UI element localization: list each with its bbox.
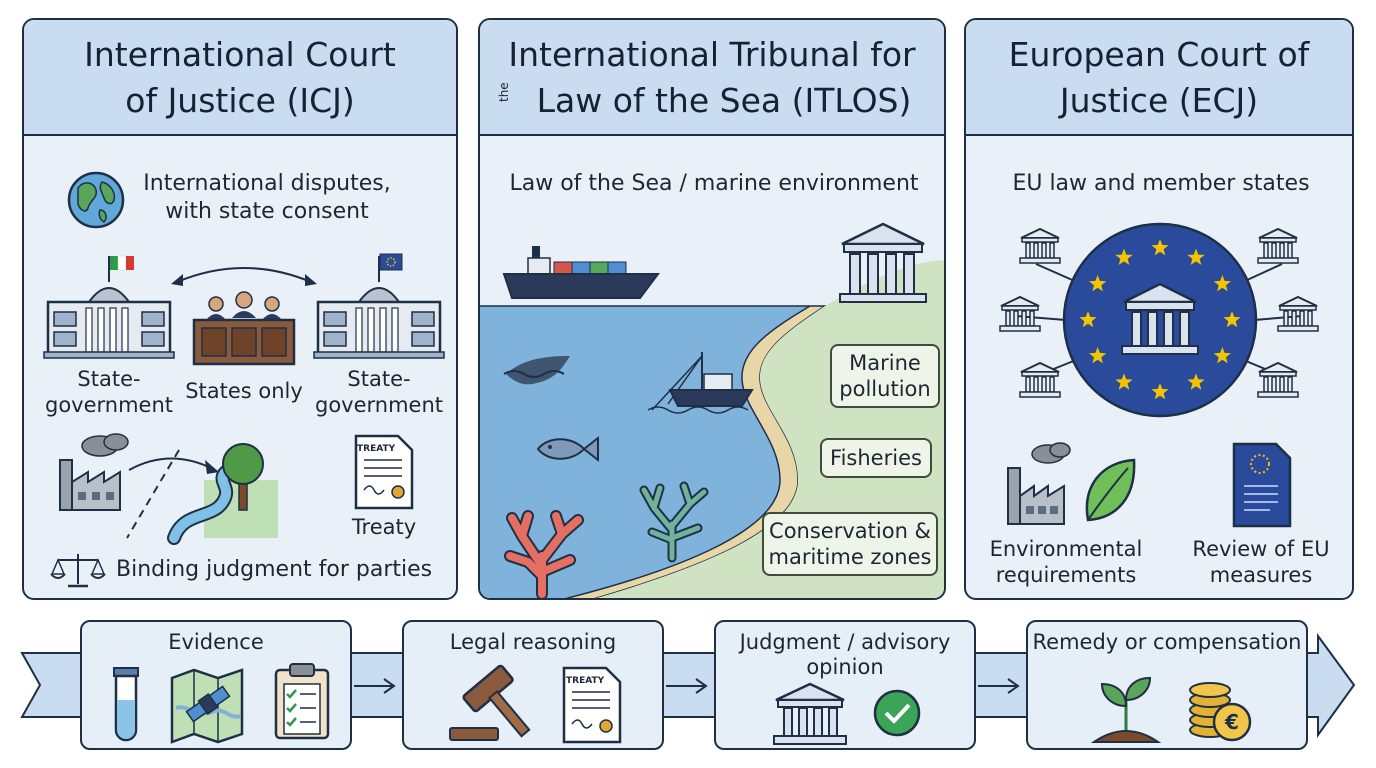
factory-icon [1007,442,1071,525]
step-judgment-title: Judgment / advisory opinion [739,630,951,679]
eu-star-icon [1213,347,1231,364]
fishing-boat-icon [647,352,754,414]
test-tube-icon [113,667,139,742]
eu-star-icon [1115,373,1133,390]
eu-star-icon [1115,248,1133,265]
seedling-icon [1090,676,1162,743]
step-arrow-1 [354,678,396,694]
states-only-label: States only [185,379,303,403]
member-state-icon [999,295,1041,332]
treaty-label: Treaty [351,515,417,539]
step-arrow-3 [978,678,1020,694]
ecj-title-line2: Justice (ECJ) [1059,81,1259,120]
dispute-double-arrow [171,267,317,286]
binding-judgment-label: Binding judgment for parties [116,557,433,582]
itlos-panel: International Tribunal for the Law of th… [478,18,946,600]
tag-conservation-zones: Conservation & maritime zones [762,512,938,576]
svg-text:€: € [1224,710,1239,734]
ecj-title-line1: European Court of [1008,35,1310,74]
legal-reasoning-doc-label: TREATY [566,676,605,686]
icj-scope-text: International disputes, with state conse… [143,171,391,224]
icj-panel: International Court of Justice (ICJ) Int… [22,18,458,600]
eu-star-icon [1151,383,1169,400]
eu-star-ring [1079,239,1241,400]
icj-panel-header: International Court of Justice (ICJ) [24,20,456,136]
state-right-label: State- government [314,367,444,417]
itlos-title-line2: Law of the Sea (ITLOS) [536,81,912,120]
green-coral-icon [639,481,709,563]
eu-star-icon [1089,347,1107,364]
factory-icon [59,433,129,511]
itlos-title-line1: International Tribunal for [508,35,916,74]
treaty-document-icon [562,666,622,744]
state-left-label: State- government [44,367,174,417]
step-legal-reasoning-title: Legal reasoning [449,630,617,654]
step-legal-reasoning: Legal reasoning TREATY [402,620,664,750]
court-building-icon [773,682,847,745]
state-government-right-icon [313,253,445,359]
environmental-requirements-label: Environmental requirements [989,537,1143,587]
step-judgment: Judgment / advisory opinion [714,620,976,750]
red-coral-icon [504,510,584,598]
map-satellite-icon [170,668,244,744]
eu-document-icon [1232,442,1292,528]
eu-star-icon [1187,373,1205,390]
treaty-document-icon [354,434,414,510]
leaf-icon [1085,458,1136,522]
tag-marine-pollution: Marine pollution [830,344,940,408]
pollution-flow-arrow [126,449,219,539]
eu-star-icon [1089,275,1107,292]
ecj-scope-text: EU law and member states [1012,171,1310,196]
member-state-icon [1019,227,1061,264]
globe-icon [67,171,125,229]
member-state-icon [1277,295,1319,332]
judges-bench-icon [192,291,296,366]
member-state-icon [1257,361,1299,398]
eu-star-icon [1151,239,1169,256]
treaty-doc-label: TREATY [357,444,396,454]
river-tree-icon [167,443,278,545]
step-arrow-2 [666,678,708,694]
tag-fisheries: Fisheries [820,438,932,478]
step-evidence: Evidence [80,620,352,750]
step-evidence-title: Evidence [168,630,264,654]
itlos-scope-text: Law of the Sea / marine environment [509,171,919,196]
cargo-ship-icon [502,246,660,299]
step-remedy: Remedy or compensation € [1026,620,1308,750]
tribunal-building-icon [839,222,927,303]
euro-coins-icon: € [1189,682,1252,742]
state-government-left-icon [43,255,175,359]
member-state-icon [1019,361,1061,398]
scales-of-justice-icon [50,554,106,588]
fish-icon [536,435,599,463]
eu-star-icon [1213,275,1231,292]
oil-slick-icon [503,356,570,385]
review-eu-measures-label: Review of EU measures [1192,537,1330,587]
ecj-court-building-icon [1121,282,1199,355]
eu-star-icon [1187,248,1205,265]
icj-title-line1: International Court [84,35,396,74]
eu-star-icon [1223,311,1241,328]
ecj-panel-header: European Court of Justice (ECJ) [966,20,1352,136]
check-circle-icon [873,689,921,737]
member-state-icon [1257,227,1299,264]
icj-title-line2: of Justice (ICJ) [125,81,355,120]
checklist-icon [274,663,330,740]
gavel-icon [449,664,531,741]
step-remedy-title: Remedy or compensation [1032,630,1302,654]
ecj-panel: European Court of Justice (ECJ) EU law a… [964,18,1354,600]
itlos-panel-header: International Tribunal for the Law of th… [480,20,944,136]
eu-star-icon [1079,311,1097,328]
